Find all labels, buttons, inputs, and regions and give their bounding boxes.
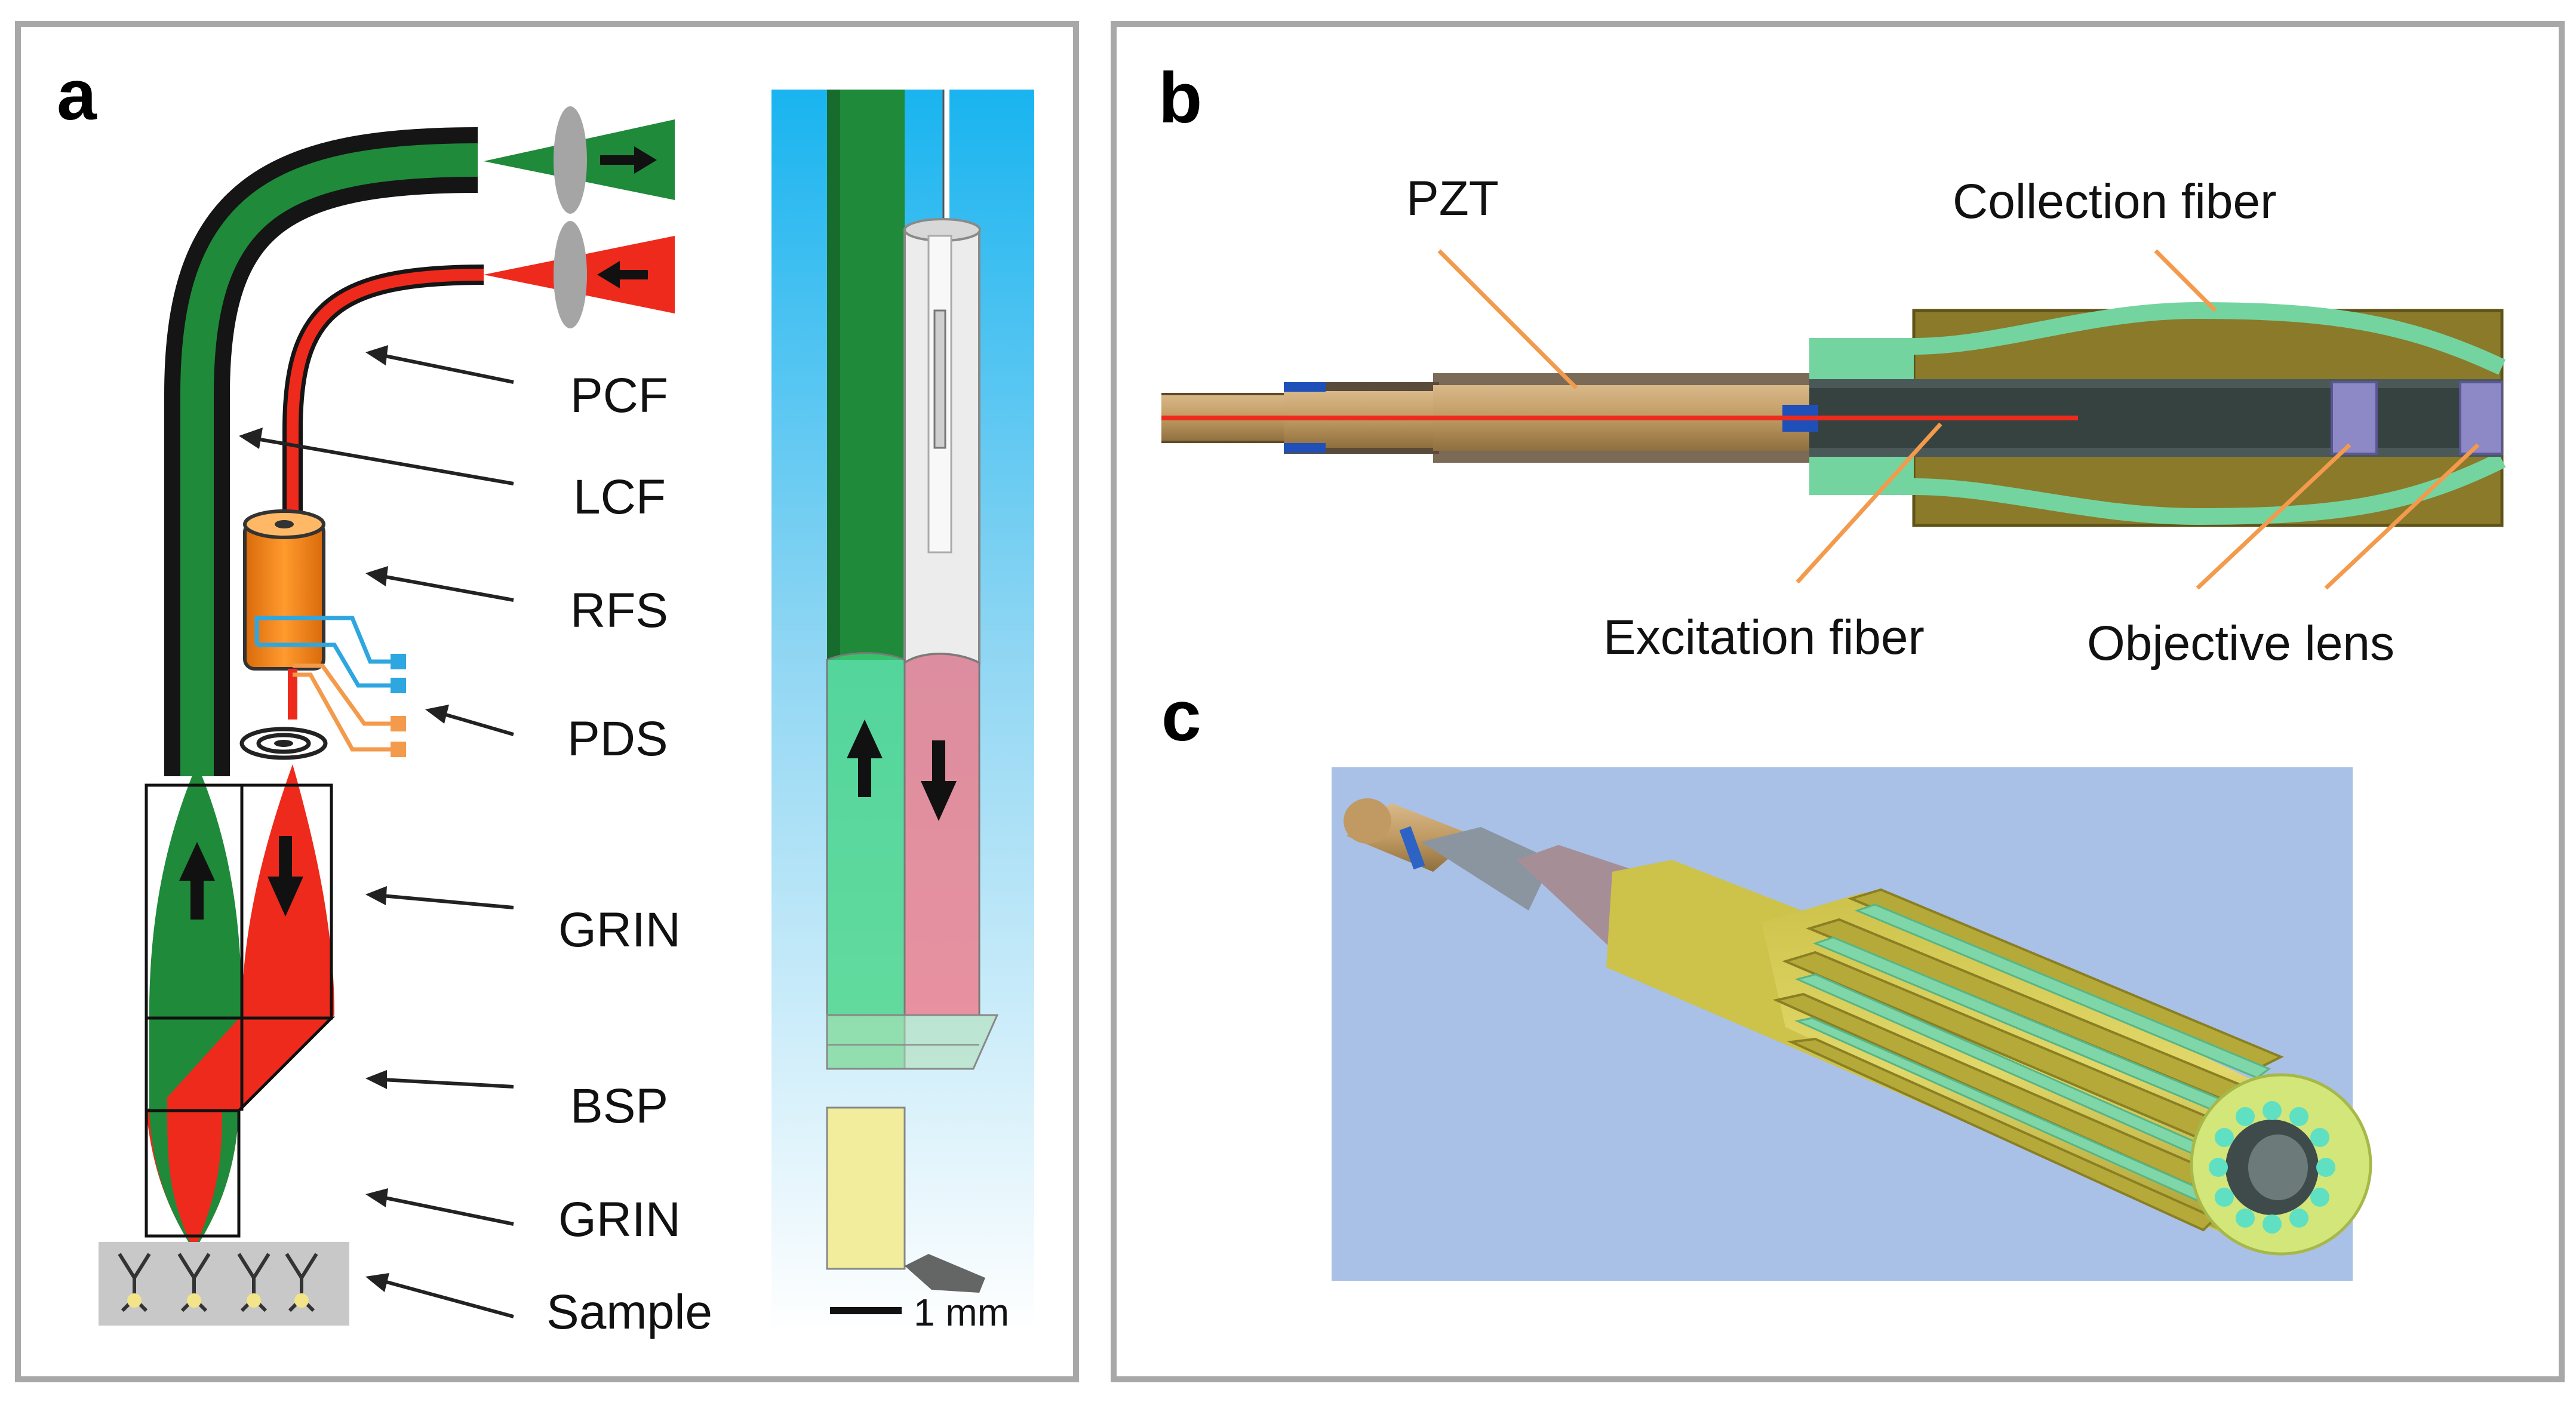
pointer-excitation bbox=[1796, 422, 1942, 584]
rfs-scanner-icon bbox=[243, 509, 325, 720]
panel-a-pointers bbox=[239, 345, 514, 1318]
scale-bar-label: 1 mm bbox=[914, 1291, 1009, 1334]
label-collection-fiber: Collection fiber bbox=[1953, 174, 2276, 229]
pointer-pzt bbox=[1437, 249, 1578, 390]
label-rfs: RFS bbox=[570, 583, 668, 638]
spiral-scan-icon bbox=[239, 727, 328, 760]
green-beam-lens-icon bbox=[484, 106, 675, 214]
lcf-fiber-icon bbox=[164, 127, 478, 776]
probe-render bbox=[771, 90, 1034, 1332]
panel-c-letter: c bbox=[1161, 676, 1201, 756]
label-sample: Sample bbox=[546, 1285, 712, 1339]
sample-icon bbox=[99, 1242, 349, 1326]
panel-b: b PZT Collection fiber Ex bbox=[1111, 21, 2565, 1382]
label-lcf: LCF bbox=[573, 470, 666, 524]
label-pzt: PZT bbox=[1406, 171, 1499, 226]
grin-bsp-assembly bbox=[145, 764, 336, 1251]
pds-wires-icon bbox=[254, 616, 406, 757]
panel-c-render bbox=[1332, 767, 2372, 1281]
pointer-lens-1 bbox=[2196, 443, 2351, 590]
label-pcf: PCF bbox=[570, 368, 668, 423]
label-objective-lens: Objective lens bbox=[2087, 616, 2394, 671]
panel-b-letter: b bbox=[1158, 58, 1202, 138]
red-beam-lens-icon bbox=[484, 221, 675, 328]
pcf-fiber-icon bbox=[282, 265, 484, 669]
label-pds: PDS bbox=[567, 712, 668, 766]
label-bsp: BSP bbox=[570, 1079, 668, 1133]
panel-a-letter: a bbox=[57, 55, 97, 135]
panel-a: a bbox=[15, 21, 1079, 1382]
label-grin-bottom: GRIN bbox=[558, 1192, 681, 1247]
label-grin-top: GRIN bbox=[558, 903, 681, 957]
pointer-lens-2 bbox=[2324, 443, 2480, 590]
pointer-collection bbox=[2154, 249, 2217, 312]
label-excitation-fiber: Excitation fiber bbox=[1603, 610, 1925, 665]
